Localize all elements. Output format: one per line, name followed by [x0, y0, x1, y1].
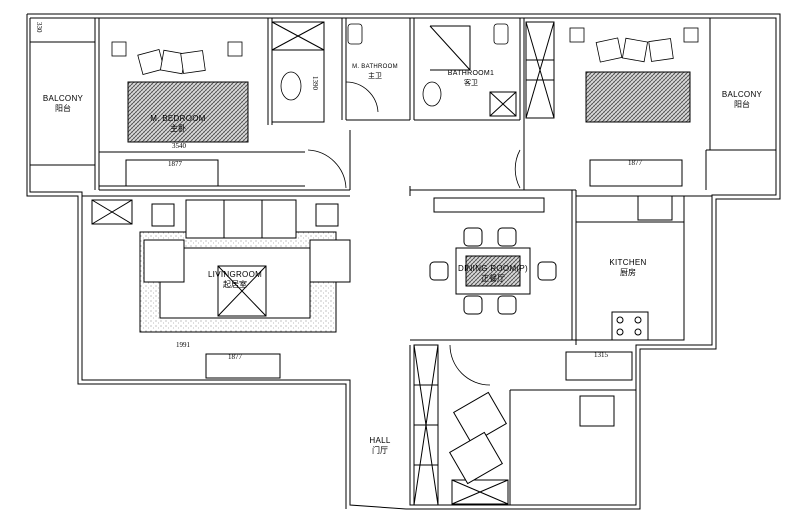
hall-label: HALL — [369, 436, 391, 445]
master-bedroom-label-cn: 主卧 — [170, 124, 186, 133]
room-label-kitchen: KITCHEN 厨房 — [600, 258, 656, 278]
dim-living-tv-cabinet: 1877 — [228, 353, 242, 361]
dim-bath-height: 1390 — [311, 76, 319, 90]
dim-living-tv-width: 1991 — [176, 341, 190, 349]
dim-study-desk: 1315 — [594, 351, 608, 359]
living-room-label: LIVINGROOM — [207, 270, 263, 279]
room-label-master-bathroom: M. BATHROOM 主卫 — [342, 64, 408, 80]
kitchen-label-cn: 厨房 — [620, 268, 636, 277]
living-room-label-cn: 起居室 — [223, 280, 247, 289]
kitchen-label: KITCHEN — [609, 258, 647, 267]
dining-room-label: DINING ROOM(P) — [458, 264, 528, 273]
bathroom1-label: BATHROOM1 — [447, 70, 495, 77]
room-label-balcony-right: BALCONY 阳台 — [716, 90, 768, 110]
room-label-master-bedroom: M. BEDROOM 主卧 — [138, 114, 218, 134]
bathroom1-label-cn: 客卫 — [464, 78, 478, 87]
balcony-right-label-cn: 阳台 — [734, 100, 750, 109]
balcony-left-label-cn: 阳台 — [55, 104, 71, 113]
room-label-living-room: LIVINGROOM 起居室 — [198, 270, 272, 290]
dim-bedroom-wardrobe: 1877 — [168, 160, 182, 168]
master-bathroom-label: M. BATHROOM — [352, 64, 398, 70]
dim-bedroom2-wardrobe: 1877 — [628, 159, 642, 167]
dining-room-label-cn: 正餐厅 — [481, 274, 505, 283]
dim-top-left: 330 — [35, 22, 43, 33]
balcony-right-label: BALCONY — [721, 90, 763, 99]
room-label-balcony-left: BALCONY 阳台 — [38, 94, 88, 114]
master-bathroom-label-cn: 主卫 — [368, 71, 382, 80]
master-bedroom-label: M. BEDROOM — [150, 114, 206, 123]
hall-label-cn: 门厅 — [372, 446, 388, 455]
balcony-left-label: BALCONY — [42, 94, 84, 103]
dim-bedroom-width: 3540 — [172, 142, 186, 150]
room-label-bathroom1: BATHROOM1 客卫 — [442, 70, 500, 88]
room-label-dining-room: DINING ROOM(P) 正餐厅 — [450, 264, 536, 284]
room-label-hall: HALL 门厅 — [358, 436, 402, 456]
